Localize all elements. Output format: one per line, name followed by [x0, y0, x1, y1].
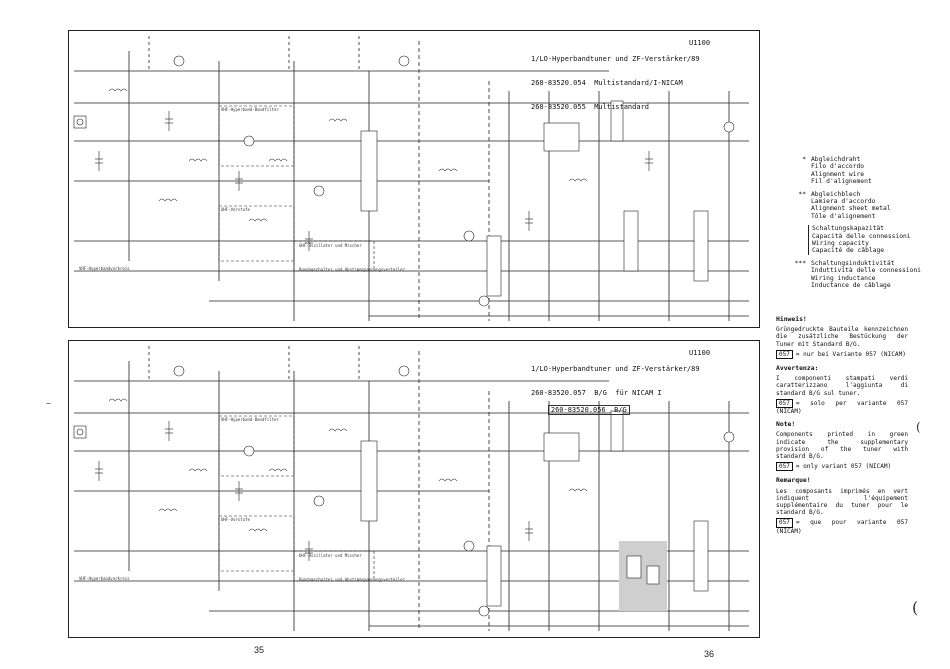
schematic-sheet-bottom: 1/LO-Hyperbandtuner und ZF-Verstärker/89… [68, 340, 760, 638]
nicam-shaded-area [619, 541, 667, 611]
margin-bracket-mark: ( [912, 598, 919, 617]
legend-text: Schaltungskapazität [812, 225, 885, 233]
legend-text: Capacité de câblage [812, 247, 885, 255]
legend-mark: *** [794, 259, 806, 267]
label-vhf-bandfilter: VHF-Hyperband-Bandfilter [221, 107, 279, 112]
note-text: Grüngedruckte Bauteile kennzeichnen die … [776, 326, 908, 348]
legend-text: Alignment sheet metal [811, 205, 891, 213]
drawing-code-top: U1100 [689, 39, 711, 47]
label-vhf-vorkreis: VHF-Hyperbandvorkreis [79, 576, 130, 581]
drawing-code-bottom: U1100 [689, 349, 711, 357]
legend-text: Lamiera d'accordo [811, 198, 876, 206]
title-line-3: 260-83520.055 Multistandard [531, 103, 650, 111]
legend-mark: * [802, 156, 806, 163]
variant-box: 057 [776, 518, 793, 528]
note-heading: Remarque! [776, 476, 811, 485]
legend-entry-alignment-sheet: ** Abgleichblech Lamiera d'accordo Alignm… [786, 191, 921, 221]
page-number-right: 36 [704, 649, 715, 659]
legend-entry-wiring-capacity: Schaltungskapazität Capacità delle conne… [808, 225, 921, 255]
legend-text: Capacità delle connessioni [812, 232, 911, 240]
title-line-1: 1/LO-Hyperbandtuner und ZF-Verstärker/89 [531, 55, 700, 63]
legend-text: Abgleichblech [811, 190, 861, 198]
title-line-2: 260-83520.054 Multistandard/I-NICAM [531, 79, 683, 87]
variant-text: = only variant 057 (NICAM) [795, 463, 892, 471]
label-uhf-prestage: UHF-Vorstufe [221, 517, 250, 522]
margin-dash-mark: – [46, 398, 51, 409]
variant-text: = nur bei Variante 057 (NICAM) [795, 350, 906, 358]
variant-box: 057 [776, 398, 793, 409]
variant-box: 057 [776, 349, 793, 360]
note-german: Hinweis! Grüngedruckte Bauteile kennzeic… [776, 315, 908, 360]
note-text: Components printed in green indicate the… [776, 431, 908, 461]
note-heading: Avvertenza: [776, 364, 819, 373]
variant-text: = que pour variante 057 (NICAM) [776, 519, 908, 535]
label-vhf-vorkreis: VHF-Hyperbandvorkreis [79, 266, 130, 271]
title-line-1: 1/LO-Hyperbandtuner und ZF-Verstärker/89 [531, 365, 700, 373]
legend-text: Tôle d'alignement [811, 212, 876, 220]
schematic-drawing-bottom [73, 346, 749, 631]
label-uhf-oscillator: UHF-Oszillator und Mischer [299, 243, 362, 248]
legend-text: Filo d'accordo [811, 163, 865, 171]
legend-text: Fil d'alignement [811, 178, 872, 186]
variant-text: = solo per variante 057 (NICAM) [776, 399, 908, 416]
title-line-2: 260-83520.057 B/G für NICAM I [531, 389, 662, 397]
legend-text: Wiring inductance [811, 274, 876, 282]
schematic-sheet-top: 1/LO-Hyperbandtuner und ZF-Verstärker/89… [68, 30, 760, 328]
legend-text: Abgleichdraht [811, 156, 861, 163]
notes-panel: Hinweis! Grüngedruckte Bauteile kennzeic… [776, 310, 908, 537]
legend: * Abgleichdraht Filo d'accordo Alignment … [786, 156, 921, 295]
label-band-switch: Bandumschalter und Abstimmspannungsverte… [299, 577, 405, 582]
margin-bracket-mark: ( [916, 420, 921, 434]
legend-mark: ** [798, 190, 806, 198]
label-uhf-oscillator: UHF-Oszillator und Mischer [299, 553, 362, 558]
label-vhf-bandfilter: VHF-Hyperband-Bandfilter [221, 417, 279, 422]
legend-text: Schaltungsinduktivität [811, 259, 895, 267]
note-heading: Hinweis! [776, 315, 807, 323]
legend-text: Inductance de câblage [811, 282, 891, 290]
note-english: Note! Components printed in green indica… [776, 420, 908, 472]
note-italian: Avvertenza: I componenti stampati verdi … [776, 364, 908, 416]
variant-box: 057 [776, 462, 793, 472]
note-heading: Note! [776, 420, 796, 429]
legend-text: Wiring capacity [812, 240, 869, 248]
legend-entry-wiring-inductance: *** Schaltungsinduktivität Induttività de… [786, 260, 921, 290]
note-text: I componenti stampati verdi caratterizza… [776, 375, 908, 397]
label-band-switch: Bandumschalter und Abstimmspannungsverte… [299, 267, 405, 272]
schematic-drawing-top [73, 36, 749, 321]
title-block-bottom: 1/LO-Hyperbandtuner und ZF-Verstärker/89… [531, 349, 700, 423]
title-line-3: 260-83520.056 B/G [547, 405, 630, 415]
label-uhf-prestage: UHF-Vorstufe [221, 207, 250, 212]
legend-text: Induttività delle connessioni [811, 267, 921, 275]
note-french: Remarque! Les composants imprimés en ver… [776, 476, 908, 535]
note-text: Les composants imprimés en vert indiquen… [776, 487, 908, 517]
legend-text: Alignment wire [811, 170, 865, 178]
legend-entry-alignment-wire: * Abgleichdraht Filo d'accordo Alignment … [786, 156, 921, 186]
page-number-left: 35 [254, 645, 265, 655]
title-block-top: 1/LO-Hyperbandtuner und ZF-Verstärker/89… [531, 39, 700, 127]
